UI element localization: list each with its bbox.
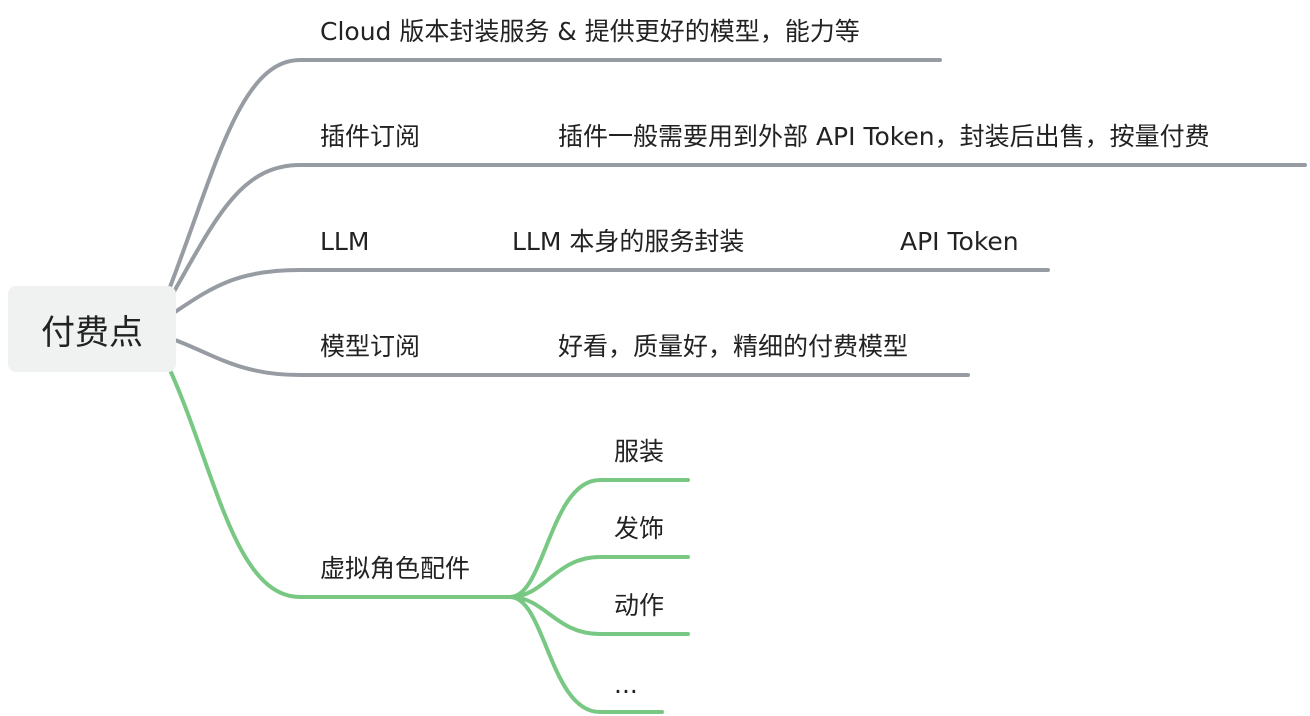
connector-llm	[173, 268, 1050, 314]
connector-plugin	[170, 163, 1307, 297]
connector-more	[508, 595, 664, 714]
sub-branch-action[interactable]: 动作	[614, 591, 665, 620]
connector-hair	[508, 555, 690, 599]
sub-branch-more[interactable]: ...	[614, 670, 638, 699]
root-label: 付费点	[41, 312, 143, 353]
branch-llm[interactable]: LLM	[320, 227, 370, 256]
branch-model-subscription[interactable]: 模型订阅	[320, 332, 421, 361]
branch-model-detail[interactable]: 好看，质量好，精细的付费模型	[558, 332, 909, 361]
connector-cloud	[168, 58, 942, 289]
sub-branch-clothing[interactable]: 服装	[614, 437, 665, 466]
sub-branch-hair-accessory[interactable]: 发饰	[614, 514, 665, 543]
branch-cloud[interactable]: Cloud 版本封装服务 & 提供更好的模型，能力等	[320, 17, 860, 46]
root-node[interactable]: 付费点	[8, 286, 176, 372]
branch-plugin-subscription[interactable]: 插件订阅	[320, 122, 421, 151]
connector-clothing	[508, 478, 690, 599]
connector-avatar-parts	[168, 368, 512, 599]
branch-llm-detail-2[interactable]: API Token	[900, 227, 1019, 256]
branch-plugin-detail[interactable]: 插件一般需要用到外部 API Token，封装后出售，按量付费	[558, 122, 1210, 151]
branch-llm-detail[interactable]: LLM 本身的服务封装	[512, 227, 745, 256]
connector-action	[508, 595, 690, 636]
connector-model	[173, 338, 970, 377]
branch-avatar-parts[interactable]: 虚拟角色配件	[320, 554, 471, 583]
